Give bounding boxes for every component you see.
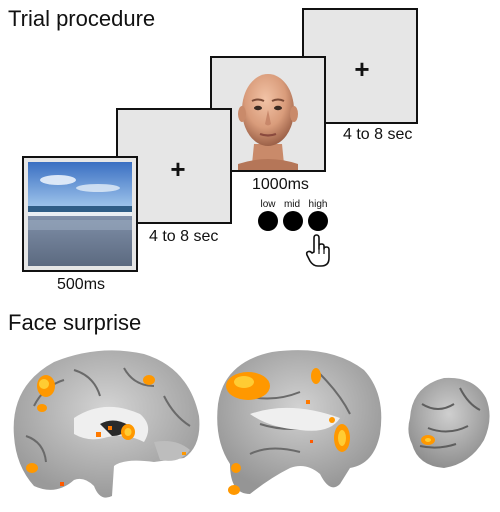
response-label-low: low [260,199,276,210]
fixation-1-duration: 4 to 8 sec [149,228,219,245]
fixation-2-duration: 4 to 8 sec [343,126,413,143]
scene-duration: 500ms [57,276,106,293]
pointing-hand-icon [305,234,330,267]
face-surprise-title: Face surprise [8,310,142,335]
beach-scene-image [28,162,132,266]
fixation-cross: + [354,54,370,84]
face-image [238,74,298,170]
brain-lateral-section [408,377,490,468]
brain-sagittal-lateral [217,350,382,495]
trial-procedure-title: Trial procedure [8,6,156,31]
response-button-low [258,211,278,231]
response-label-high: high [308,199,328,210]
scene-panel [22,156,138,272]
brain-sagittal-medial [13,350,200,498]
fixation-cross: + [170,154,186,184]
face-duration: 1000ms [252,176,309,193]
response-button-mid [283,211,303,231]
response-label-mid: mid [283,199,301,210]
response-button-high [308,211,328,231]
